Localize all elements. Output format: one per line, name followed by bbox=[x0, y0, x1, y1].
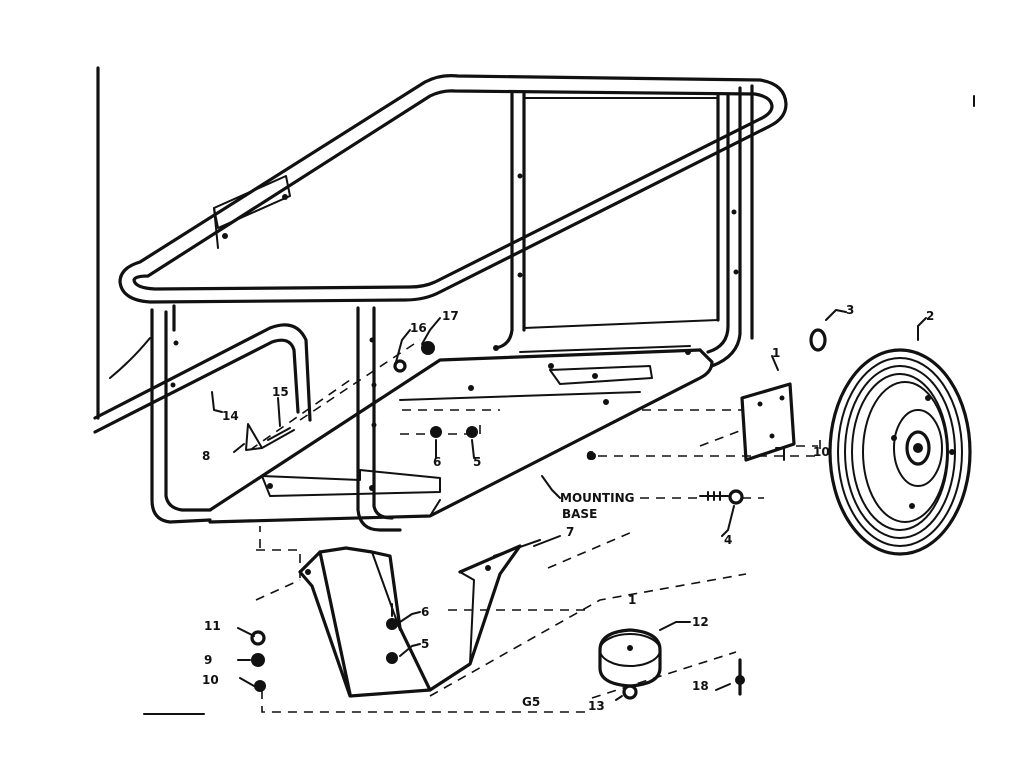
label-part-18: 18 bbox=[692, 679, 709, 693]
label-part-12: 12 bbox=[692, 615, 709, 629]
label-part-17: 17 bbox=[442, 309, 459, 323]
label-figure-code: G5 bbox=[522, 695, 540, 709]
label-part-1-lower: 1 bbox=[628, 593, 636, 607]
washer-stack bbox=[250, 630, 266, 692]
leader-lines bbox=[211, 309, 927, 701]
axle-bracket bbox=[740, 382, 796, 462]
label-base: BASE bbox=[562, 507, 597, 521]
label-part-7: 7 bbox=[566, 525, 574, 539]
label-part-6-axle: 6 bbox=[586, 449, 594, 463]
label-part-5: 5 bbox=[473, 455, 481, 469]
frame-top-rail bbox=[118, 74, 788, 304]
label-part-5-lower: 5 bbox=[421, 637, 429, 651]
hardware-parts bbox=[245, 341, 596, 460]
label-part-6-lower: 6 bbox=[421, 605, 429, 619]
label-part-13: 13 bbox=[588, 699, 605, 713]
label-part-10-wheel: 10 bbox=[813, 445, 830, 459]
assembly-lines bbox=[249, 339, 821, 713]
front-handle bbox=[93, 66, 312, 434]
label-part-16: 16 bbox=[410, 321, 427, 335]
label-part-2: 2 bbox=[926, 309, 934, 323]
label-part-4: 4 bbox=[724, 533, 732, 547]
part-labels: 1 2 3 4 5 5 6 6 6 7 8 9 10 10 11 12 13 1… bbox=[202, 303, 934, 713]
mounting-base bbox=[208, 345, 714, 524]
lower-support bbox=[298, 539, 541, 698]
rear-panel bbox=[523, 97, 719, 329]
wheel bbox=[828, 348, 972, 556]
handle-bracket bbox=[213, 175, 291, 249]
frame-posts bbox=[150, 84, 754, 532]
label-part-11: 11 bbox=[204, 619, 221, 633]
label-part-3: 3 bbox=[846, 303, 854, 317]
frame-rivets bbox=[170, 173, 739, 428]
label-part-6: 6 bbox=[433, 455, 441, 469]
label-part-8: 8 bbox=[202, 449, 210, 463]
hitch-pin bbox=[809, 328, 827, 352]
label-part-1: 1 bbox=[772, 346, 780, 360]
bolt-4 bbox=[699, 489, 744, 505]
label-part-14: 14 bbox=[222, 409, 239, 423]
label-part-10: 10 bbox=[202, 673, 219, 687]
border-marks bbox=[143, 95, 975, 715]
label-part-15: 15 bbox=[272, 385, 289, 399]
label-part-9: 9 bbox=[204, 653, 212, 667]
label-mounting: MOUNTING bbox=[560, 491, 634, 505]
